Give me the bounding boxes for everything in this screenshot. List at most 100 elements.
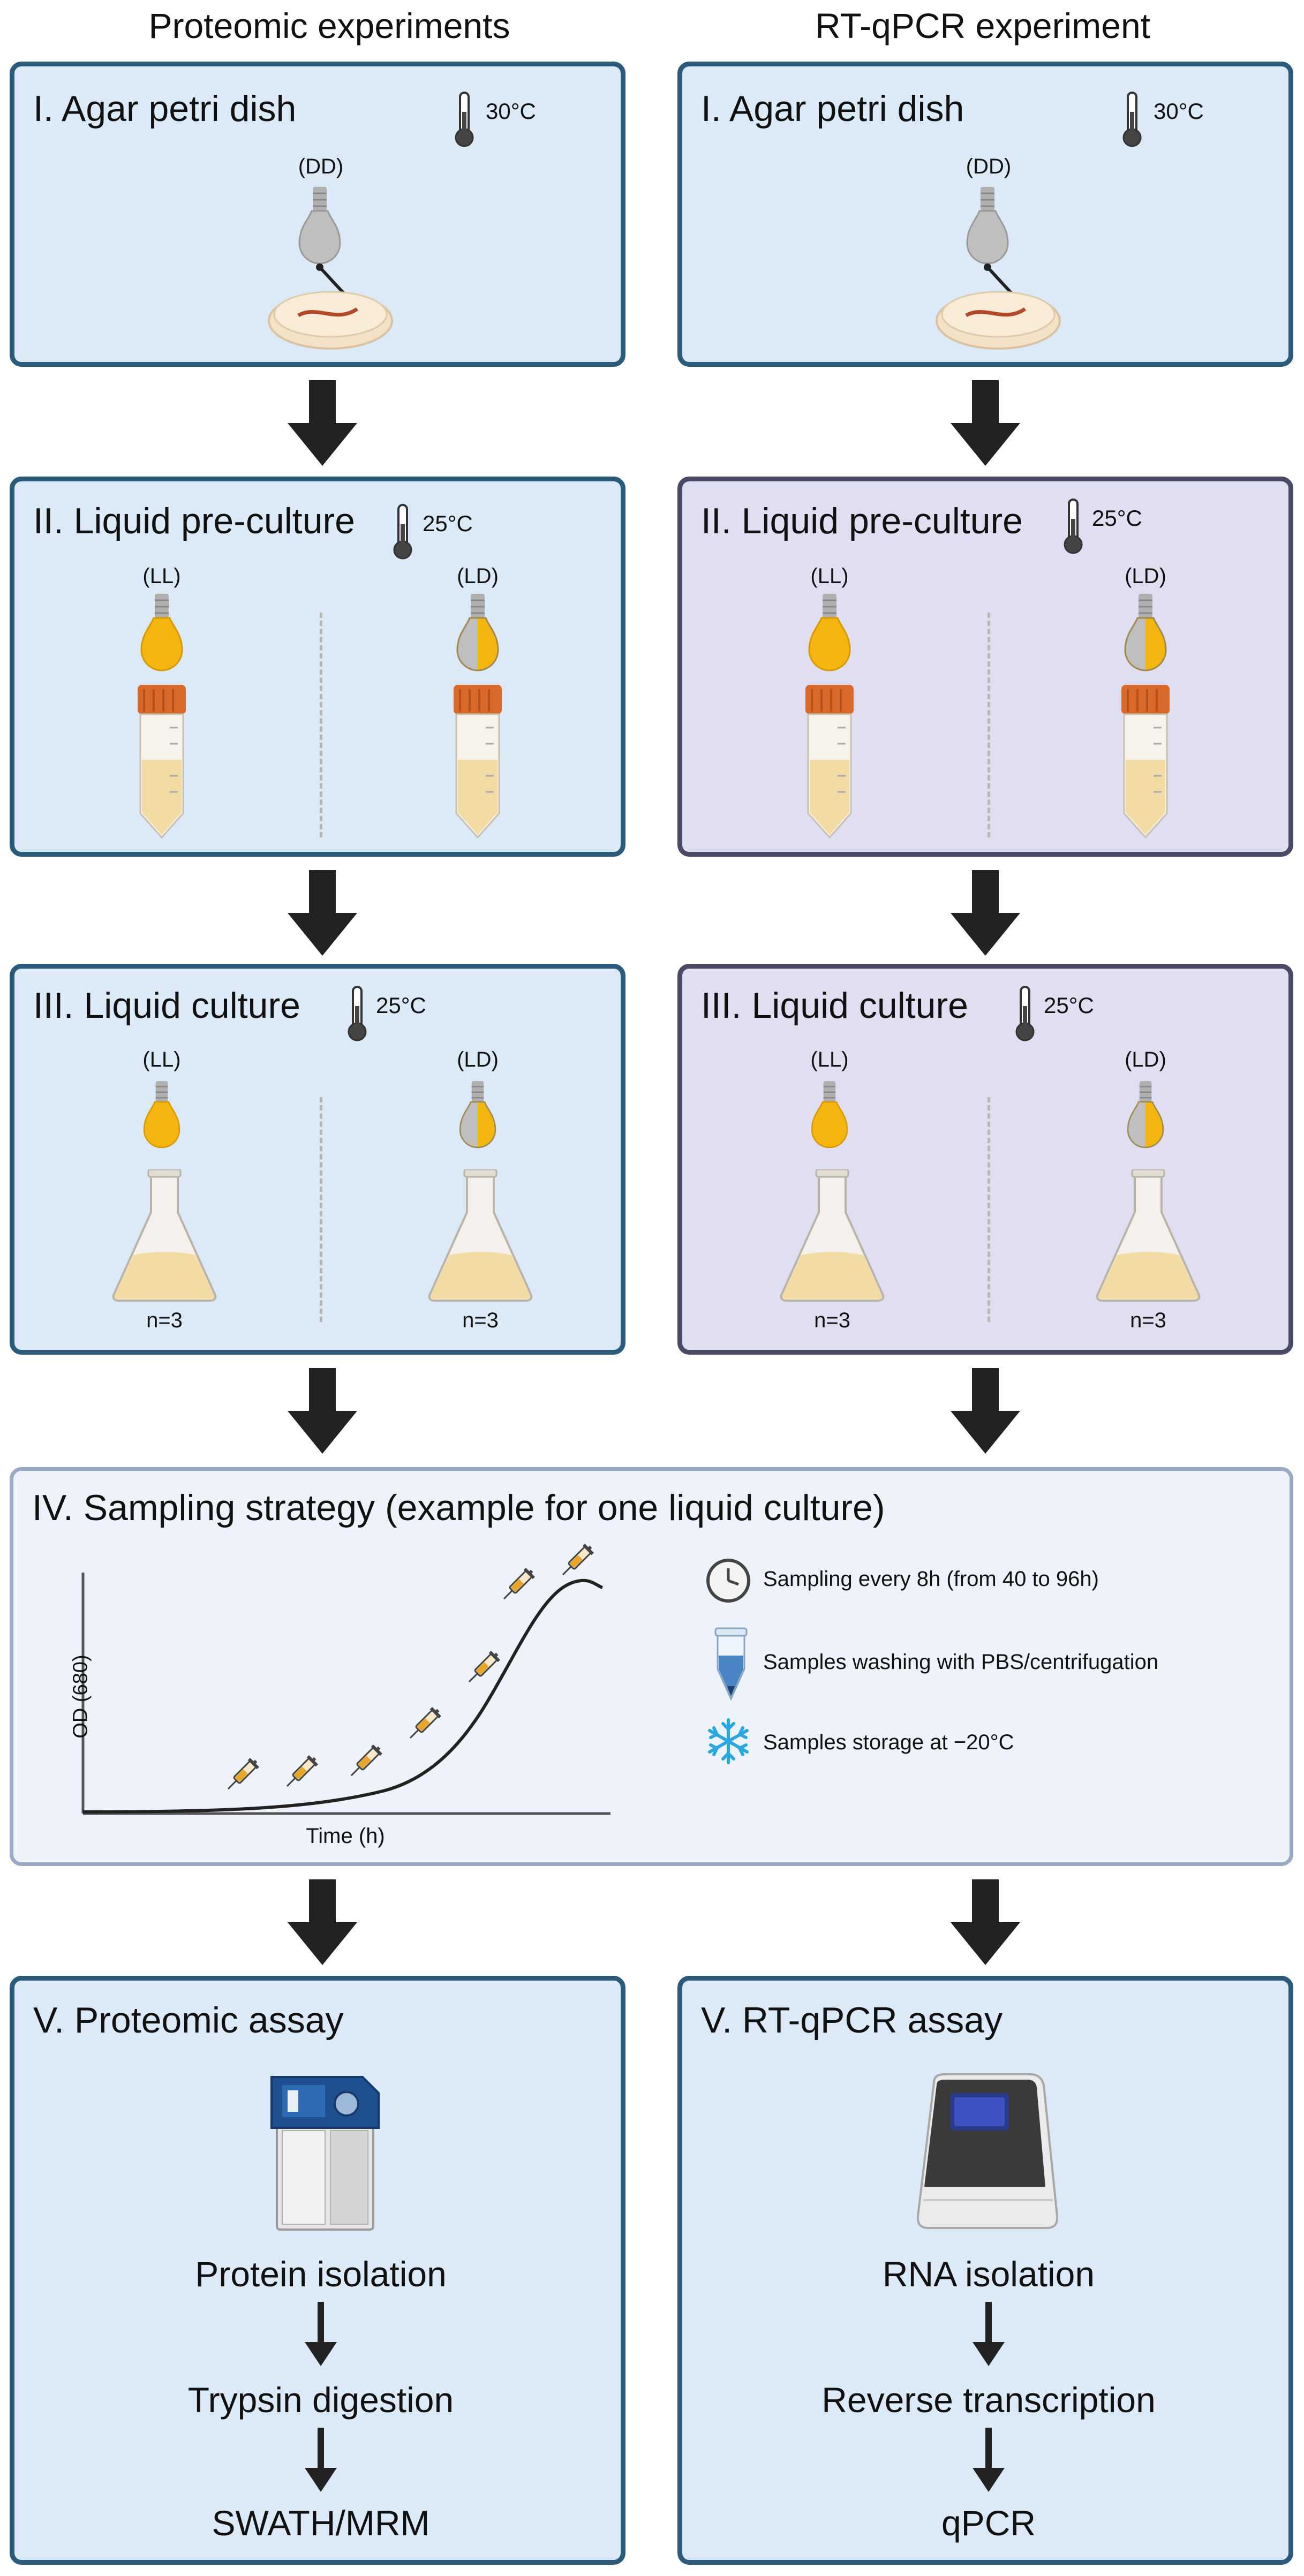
mass-spectrometer-icon xyxy=(266,2072,389,2235)
stage3-temperature-left: 25°C xyxy=(376,993,426,1018)
divider xyxy=(320,613,322,837)
x-axis-label: Time (h) xyxy=(306,1824,385,1848)
stage2-label-ld-right: (LD) xyxy=(1125,564,1166,588)
stage3-n-right-ld: n=3 xyxy=(1130,1309,1166,1332)
petri-dish-icon xyxy=(934,251,1062,356)
erlenmeyer-flask-icon xyxy=(427,1168,534,1306)
stage5-right-step-3: qPCR xyxy=(941,2503,1036,2543)
stage4-box: IV. Sampling strategy (example for one l… xyxy=(10,1467,1293,1866)
stage2-title-left: II. Liquid pre-culture xyxy=(33,501,355,541)
stage3-n-left-ll: n=3 xyxy=(146,1309,183,1332)
syringe-icon xyxy=(461,1648,503,1693)
light-bulb-half-icon xyxy=(1127,1081,1164,1153)
thermometer-icon xyxy=(1014,985,1036,1046)
stage3-temperature-right: 25°C xyxy=(1044,993,1094,1018)
thermometer-icon xyxy=(1121,90,1143,152)
stage2-label-ld-left: (LD) xyxy=(457,564,499,588)
arrow-down-icon xyxy=(951,1879,1020,1965)
erlenmeyer-flask-icon xyxy=(111,1168,218,1306)
light-bulb-half-icon xyxy=(1124,594,1167,677)
arrow-down-icon xyxy=(973,2428,1005,2492)
syringe-icon xyxy=(554,1540,597,1586)
tube-icon xyxy=(712,1626,750,1704)
stage1-box-left: I. Agar petri dish 30°C (DD) xyxy=(10,62,625,367)
y-axis-label: OD (680) xyxy=(69,1655,92,1739)
stage2-label-ll-right: (LL) xyxy=(810,564,849,588)
legend-text-washing: Samples washing with PBS/centrifugation xyxy=(763,1650,1159,1674)
arrow-down-icon xyxy=(951,1368,1020,1454)
left-column-title: Proteomic experiments xyxy=(148,6,510,46)
stage1-box-right: I. Agar petri dish 30°C (DD) xyxy=(677,62,1293,367)
divider xyxy=(988,613,990,837)
stage3-title-right: III. Liquid culture xyxy=(701,985,968,1026)
stage5-box-left: V. Proteomic assay Protein isolation Try… xyxy=(10,1976,625,2565)
stage5-title-left: V. Proteomic assay xyxy=(33,2000,344,2041)
legend-text-sampling: Sampling every 8h (from 40 to 96h) xyxy=(763,1567,1099,1591)
stage5-box-right: V. RT-qPCR assay RNA isolation Reverse t… xyxy=(677,1976,1293,2565)
stage5-right-step-1: RNA isolation xyxy=(882,2254,1095,2294)
stage1-light-label-right: (DD) xyxy=(966,155,1012,178)
light-bulb-off-icon xyxy=(966,187,1009,270)
stage3-title-left: III. Liquid culture xyxy=(33,985,300,1026)
light-bulb-on-icon xyxy=(811,1081,848,1153)
stage5-left-step-3: SWATH/MRM xyxy=(212,2503,430,2543)
growth-curve-plot xyxy=(81,1573,610,1815)
syringe-icon xyxy=(343,1741,386,1787)
light-bulb-half-icon xyxy=(456,594,499,677)
stage3-n-right-ll: n=3 xyxy=(814,1309,850,1332)
stage3-n-left-ld: n=3 xyxy=(462,1309,499,1332)
arrow-down-icon xyxy=(951,380,1020,466)
thermometer-icon xyxy=(1062,497,1084,559)
arrow-down-icon xyxy=(288,1368,357,1454)
stage1-temperature-right: 30°C xyxy=(1154,99,1204,124)
stage2-box-right: II. Liquid pre-culture 25°C (LL) (LD) xyxy=(677,477,1293,857)
stage5-left-step-2: Trypsin digestion xyxy=(187,2380,454,2420)
arrow-down-icon xyxy=(288,1879,357,1965)
stage2-temperature-left: 25°C xyxy=(423,511,473,536)
light-bulb-on-icon xyxy=(143,1081,180,1153)
syringe-icon xyxy=(402,1704,444,1749)
stage5-title-right: V. RT-qPCR assay xyxy=(701,2000,1003,2041)
stage3-box-left: III. Liquid culture 25°C (LL) (LD) n=3 n… xyxy=(10,964,625,1355)
light-bulb-on-icon xyxy=(140,594,183,677)
erlenmeyer-flask-icon xyxy=(779,1168,886,1306)
stage2-temperature-right: 25°C xyxy=(1092,505,1142,531)
right-column-title: RT-qPCR experiment xyxy=(815,6,1150,46)
divider xyxy=(320,1097,322,1322)
syringe-icon xyxy=(220,1755,262,1800)
arrow-down-icon xyxy=(288,870,357,956)
stage3-label-ll-right: (LL) xyxy=(810,1048,849,1071)
divider xyxy=(988,1097,990,1322)
clock-icon xyxy=(704,1557,752,1607)
stage2-label-ll-left: (LL) xyxy=(142,564,181,588)
stage1-title-left: I. Agar petri dish xyxy=(33,88,297,129)
thermometer-icon xyxy=(392,503,413,564)
arrow-down-icon xyxy=(305,2302,337,2366)
thermometer-icon xyxy=(454,90,475,152)
arrow-down-icon xyxy=(288,380,357,466)
falcon-tube-icon xyxy=(800,685,859,843)
stage2-box-left: II. Liquid pre-culture 25°C (LL) (LD) xyxy=(10,477,625,857)
stage1-title-right: I. Agar petri dish xyxy=(701,88,964,129)
arrow-down-icon xyxy=(973,2302,1005,2366)
thermometer-icon xyxy=(346,985,368,1046)
qpcr-machine-icon xyxy=(913,2072,1062,2235)
snowflake-icon xyxy=(704,1717,752,1768)
stage3-box-right: III. Liquid culture 25°C (LL) (LD) n=3 n… xyxy=(677,964,1293,1355)
legend-text-storage: Samples storage at −20°C xyxy=(763,1731,1014,1754)
stage3-label-ll-left: (LL) xyxy=(142,1048,181,1071)
stage1-temperature-left: 30°C xyxy=(486,99,536,124)
syringe-icon xyxy=(495,1565,538,1610)
petri-dish-icon xyxy=(266,251,395,356)
erlenmeyer-flask-icon xyxy=(1095,1168,1202,1306)
falcon-tube-icon xyxy=(1116,685,1175,843)
stage5-right-step-2: Reverse transcription xyxy=(821,2380,1156,2420)
light-bulb-on-icon xyxy=(808,594,851,677)
falcon-tube-icon xyxy=(448,685,507,843)
light-bulb-off-icon xyxy=(298,187,341,270)
arrow-down-icon xyxy=(951,870,1020,956)
stage2-title-right: II. Liquid pre-culture xyxy=(701,501,1023,541)
arrow-down-icon xyxy=(305,2428,337,2492)
stage3-label-ld-right: (LD) xyxy=(1125,1048,1166,1071)
stage4-title: IV. Sampling strategy (example for one l… xyxy=(32,1487,885,1528)
